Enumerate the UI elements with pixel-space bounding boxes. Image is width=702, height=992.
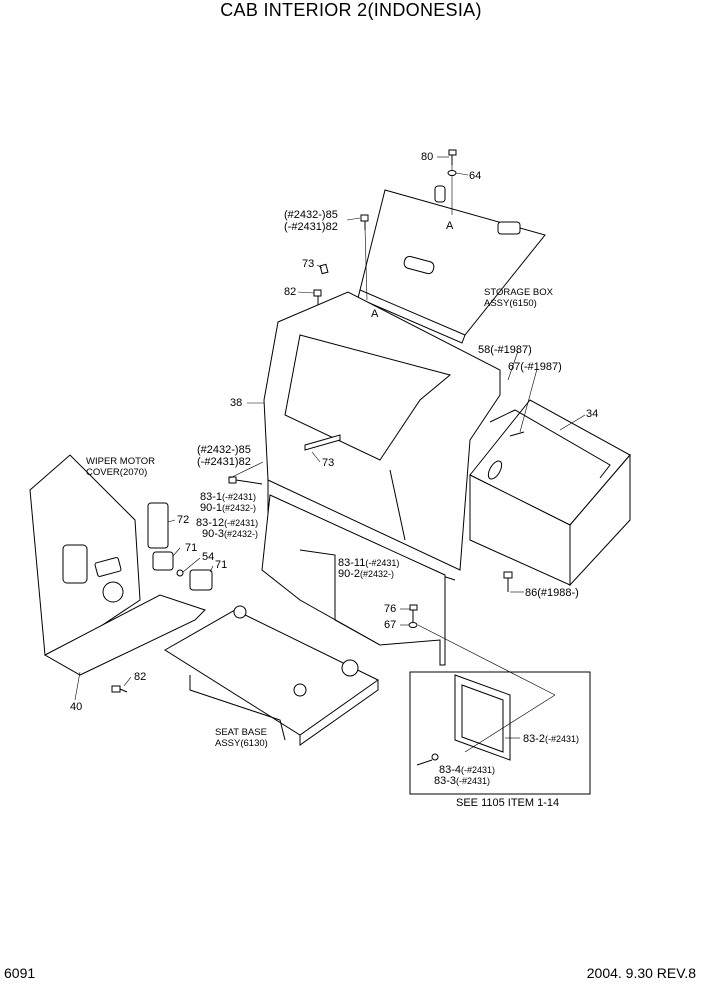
callout-83-2: 83-2(-#2431) [523,733,580,745]
lower-back-panel [261,494,446,666]
storage-box-label-1: STORAGE BOX [484,287,553,298]
callout-83-3: 83-3(-#2431) [434,775,491,787]
callout-64: 64 [469,170,482,182]
callout-80: 80 [421,151,434,163]
callout-90-2: 90-2(#2432-) [338,568,395,580]
knob-71 [152,551,174,571]
revision-date: 2004. 9.30 REV.8 [586,965,696,981]
leader-lines [74,156,586,739]
callout-67-top: 67(-#1987) [508,361,562,373]
callout-83-1: 83-1(-#2431) [200,491,257,503]
wiper-cover-label-2: COVER(2070) [86,467,148,478]
washer-64 [447,170,457,176]
callout-58: 58(-#1987) [478,344,532,356]
callout-83-11: 83-11(-#2431) [338,557,400,569]
callout-67-low: 67 [384,619,397,631]
callout-73-mid: 73 [322,457,335,469]
callout-73-top: 73 [302,258,315,270]
bolt-54 [176,569,184,577]
fastener-83-3 [416,753,439,766]
bolt-76 [409,604,418,622]
callout-85-top: (#2432-)85 [284,209,338,221]
callout-82-upper: 82 [284,286,297,298]
storage-box-lid [357,165,546,344]
callout-71-lower: 71 [215,559,228,571]
wiper-cover-label-1: WIPER MOTOR [86,456,155,467]
bolt-80 [448,149,457,165]
see-reference: SEE 1105 ITEM 1-14 [456,797,560,809]
bolt-86 [503,571,513,592]
wiper-motor-cover-40 [29,454,206,676]
seat-base-assy [164,605,379,746]
callout-85-mid: (#2432-)85 [197,444,251,456]
detail-inset-box [409,624,591,795]
callout-34: 34 [586,408,599,420]
bolt-82-low [111,685,128,693]
screw-85-top [360,214,369,230]
callout-82-top: (-#2431)82 [284,221,338,233]
callout-82-low: 82 [134,671,147,683]
screw-58 [509,431,525,437]
callout-40: 40 [70,701,83,713]
callout-76: 76 [384,603,397,615]
callout-83-12: 83-12(-#2431) [196,517,259,529]
rear-panel-38 [263,291,501,581]
ref-a-panel: A [371,308,379,320]
callout-86: 86(#1988-) [525,587,579,599]
callout-82-mid: (-#2431)82 [197,456,251,468]
callout-71-upper: 71 [185,542,198,554]
callout-72: 72 [177,514,190,526]
callout-38: 38 [230,397,243,409]
block-71 [189,569,213,591]
screw-85-mid [228,476,263,485]
storage-box-label-2: ASSY(6150) [484,298,537,309]
page-number: 6091 [4,965,36,981]
ref-a-lid: A [446,220,454,232]
callout-90-1: 90-1(#2432-) [200,502,257,514]
washer-67 [408,622,418,628]
clip-73-top [319,263,329,275]
seat-base-label-1: SEAT BASE [215,727,267,738]
switch-72 [147,502,169,549]
callout-83-4: 83-4(-#2431) [439,764,496,776]
storage-box-34 [469,399,631,587]
page-title: CAB INTERIOR 2(INDONESIA) [220,0,482,20]
callout-90-3: 90-3(#2432-) [202,528,259,540]
callout-54: 54 [202,551,215,563]
seat-base-label-2: ASSY(6130) [215,738,268,749]
